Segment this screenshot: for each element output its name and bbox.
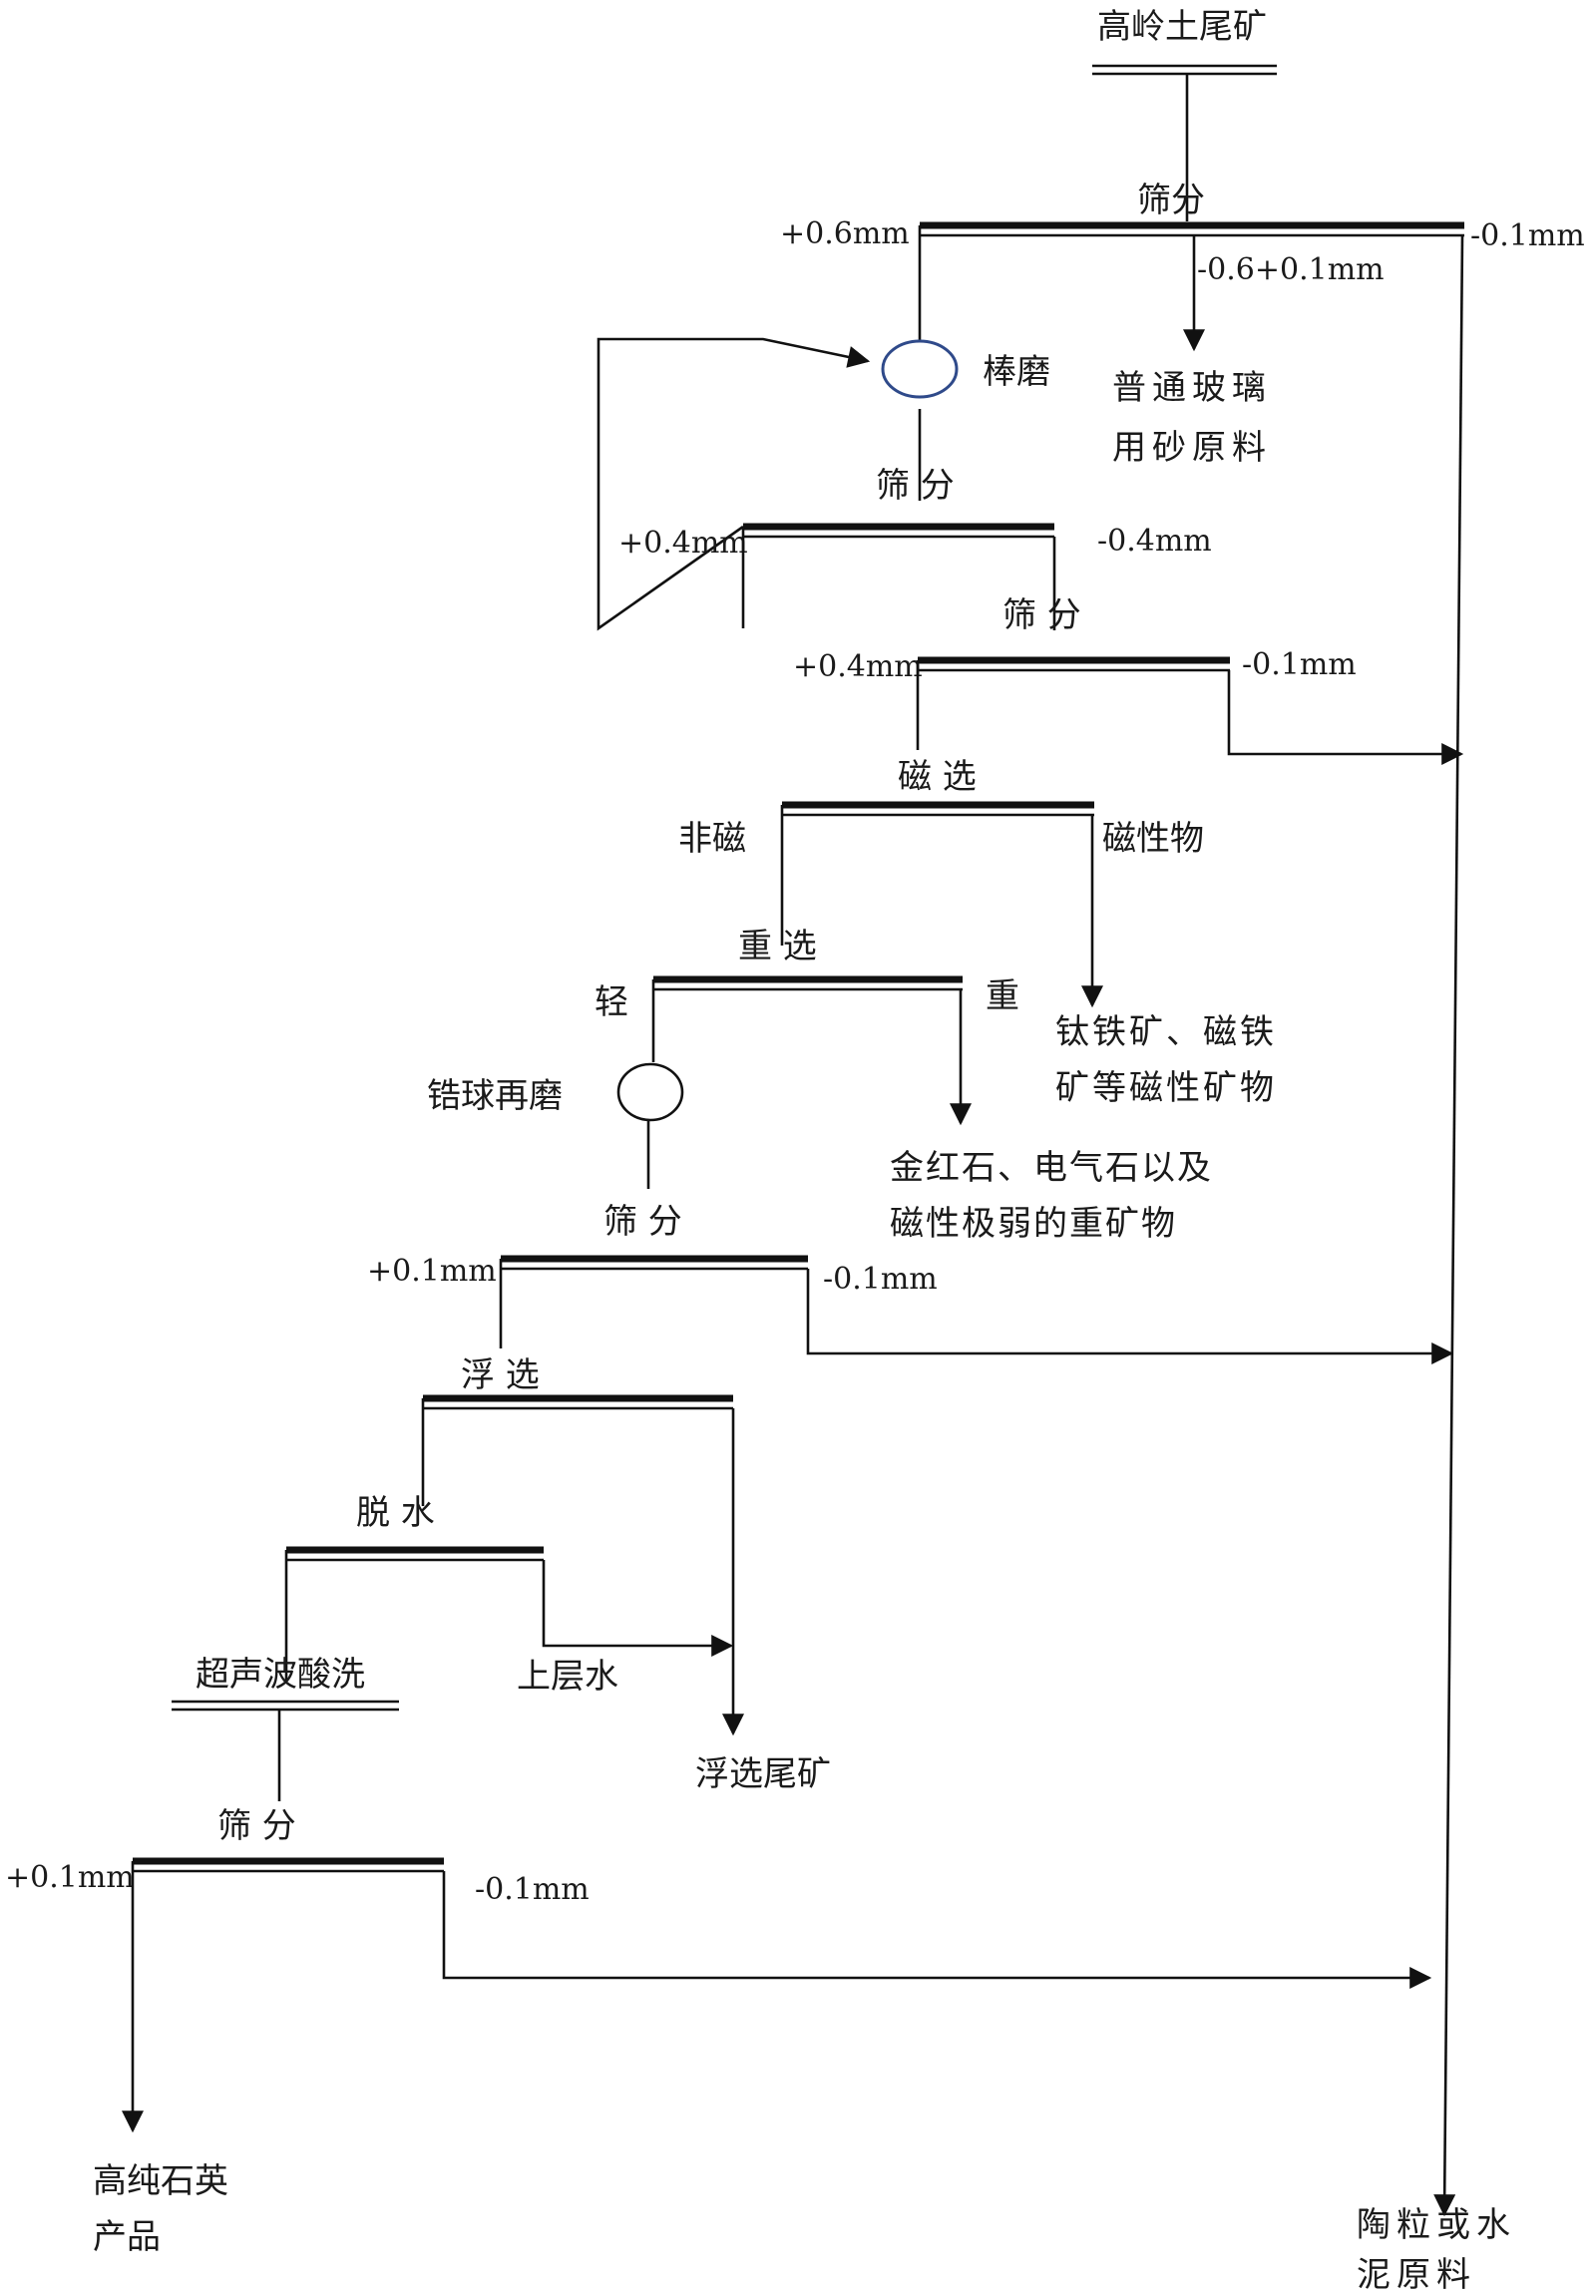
glass-label-line2: 用砂原料 bbox=[1112, 428, 1272, 468]
mag-minerals-line2: 矿等磁性矿物 bbox=[1055, 1068, 1277, 1108]
screen3-fine-arrow bbox=[1227, 670, 1464, 765]
magsep-label: 磁 选 bbox=[898, 757, 977, 797]
glass-label-line1: 普通玻璃 bbox=[1112, 368, 1272, 408]
mag-minerals-line1: 钛铁矿、磁铁 bbox=[1055, 1012, 1277, 1052]
ceramic-label-line1: 陶粒或水 bbox=[1357, 2205, 1516, 2245]
gravity-label: 重 选 bbox=[738, 927, 817, 966]
feed-label: 高岭土尾矿 bbox=[1097, 7, 1267, 47]
screen2-label: 筛 分 bbox=[876, 466, 955, 506]
screen3-fine-label: -0.1mm bbox=[1242, 647, 1357, 682]
supernatant-label: 上层水 bbox=[517, 1657, 618, 1697]
acidwash-bar bbox=[172, 1700, 399, 1712]
regrind-label: 锆球再磨 bbox=[427, 1076, 563, 1116]
screen3-coarse-label: +0.4mm bbox=[793, 649, 923, 684]
magsep-bar bbox=[782, 801, 1094, 817]
screen4-fine-arrow bbox=[806, 1269, 1454, 1364]
regrind-mill-circle bbox=[616, 1062, 684, 1122]
screen3-label: 筛 分 bbox=[1002, 595, 1081, 635]
product-label-line1: 高纯石英 bbox=[93, 2161, 228, 2201]
screen1-mid-label: -0.6+0.1mm bbox=[1197, 252, 1385, 287]
recycle-loop bbox=[597, 337, 871, 631]
screen4-coarse-label: +0.1mm bbox=[367, 1254, 497, 1289]
rod-mill-circle bbox=[881, 339, 959, 399]
flotation-bar bbox=[423, 1394, 733, 1410]
screen2-fine-label: -0.4mm bbox=[1097, 524, 1212, 559]
screen4-fine-label: -0.1mm bbox=[823, 1262, 938, 1297]
heavy-minerals-line1: 金红石、电气石以及 bbox=[890, 1148, 1213, 1188]
flotation-label: 浮 选 bbox=[461, 1355, 540, 1395]
magprod-label: 磁性物 bbox=[1102, 819, 1204, 859]
nonmag-label: 非磁 bbox=[678, 819, 746, 859]
screen2-bar bbox=[743, 523, 1054, 539]
screen5-fine-arrow bbox=[442, 1871, 1432, 1989]
ceramic-label-line2: 泥原料 bbox=[1357, 2255, 1476, 2295]
supernatant-arrow bbox=[542, 1560, 734, 1657]
flotation-tail-label: 浮选尾矿 bbox=[695, 1754, 831, 1794]
screen1-label: 筛分 bbox=[1137, 181, 1205, 220]
product-label-line2: 产品 bbox=[93, 2217, 161, 2257]
dewater-label: 脱 水 bbox=[356, 1493, 435, 1533]
screen3-bar bbox=[918, 656, 1230, 672]
gravity-bar bbox=[653, 975, 963, 991]
fines-collector-line bbox=[1433, 234, 1464, 2217]
heavy-minerals-line2: 磁性极弱的重矿物 bbox=[890, 1204, 1177, 1244]
screen1-coarse-label: +0.6mm bbox=[780, 216, 910, 251]
feed-bar bbox=[1092, 64, 1277, 76]
screen5-bar bbox=[133, 1857, 444, 1873]
screen5-label: 筛 分 bbox=[217, 1806, 296, 1846]
screen4-label: 筛 分 bbox=[603, 1202, 682, 1242]
light-label: 轻 bbox=[595, 982, 628, 1022]
dewater-bar bbox=[286, 1546, 544, 1562]
rod-mill-label: 棒磨 bbox=[983, 352, 1050, 392]
screen1-fine-label: -0.1mm bbox=[1470, 218, 1585, 253]
screen5-coarse-label: +0.1mm bbox=[5, 1860, 135, 1895]
screen4-bar bbox=[501, 1255, 808, 1271]
screen5-fine-label: -0.1mm bbox=[475, 1872, 590, 1907]
screen2-coarse-label: +0.4mm bbox=[618, 526, 748, 561]
heavy-label: 重 bbox=[986, 976, 1019, 1016]
screen1-bar bbox=[920, 221, 1464, 237]
acidwash-label: 超声波酸洗 bbox=[196, 1655, 365, 1695]
